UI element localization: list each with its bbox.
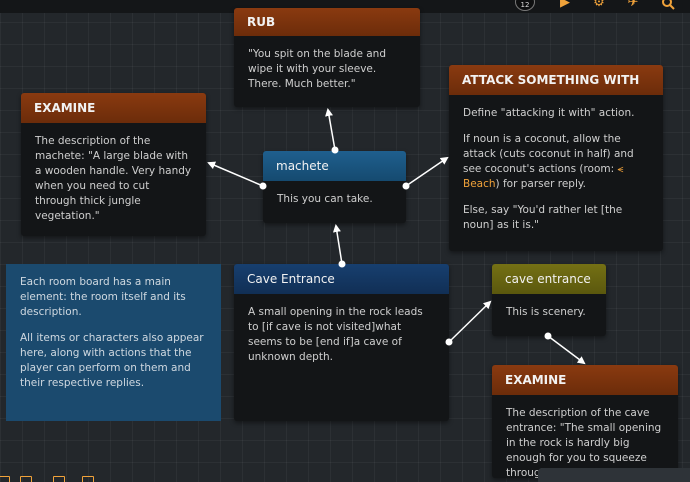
room-link-label: Beach bbox=[463, 178, 496, 190]
board-icon[interactable] bbox=[82, 476, 94, 482]
card-title: EXAMINE bbox=[21, 93, 206, 123]
note-paragraph: All items or characters also appear here… bbox=[20, 332, 204, 389]
card-body: The description of the machete: "A large… bbox=[35, 135, 192, 222]
connector-machete-to-examine[interactable] bbox=[207, 161, 267, 190]
room-card-cave-entrance[interactable]: Cave Entrance A small opening in the roc… bbox=[234, 264, 449, 421]
card-body: Define "attacking it with" action. If no… bbox=[449, 95, 663, 244]
card-body: A small opening in the rock leads to [if… bbox=[248, 306, 423, 363]
connector-room-to-machete[interactable] bbox=[332, 224, 346, 268]
add-room-icon[interactable] bbox=[0, 476, 10, 482]
share-icon: ⪪ bbox=[617, 163, 624, 175]
card-body: "You spit on the blade and wipe it with … bbox=[248, 48, 386, 90]
card-title: cave entrance bbox=[492, 264, 606, 294]
card-body: The description of the cave entrance: "T… bbox=[506, 407, 662, 478]
card-title: EXAMINE bbox=[492, 365, 678, 395]
card-title: machete bbox=[263, 151, 406, 181]
item-card-machete[interactable]: machete This you can take. bbox=[263, 151, 406, 223]
play-icon[interactable]: ▶ bbox=[560, 0, 570, 10]
action-card-attack-something-with[interactable]: ATTACK SOMETHING WITH Define "attacking … bbox=[449, 65, 663, 251]
card-text: ) for parser reply. bbox=[495, 178, 586, 190]
top-toolbar: 12 ▶ ⚙ ✈ bbox=[0, 0, 690, 13]
connector-machete-to-rub[interactable] bbox=[325, 108, 339, 154]
card-paragraph: If noun is a coconut, allow the attack (… bbox=[463, 132, 649, 192]
save-icon[interactable] bbox=[53, 476, 65, 482]
gear-icon[interactable]: ⚙ bbox=[593, 0, 605, 10]
card-text: If noun is a coconut, allow the attack (… bbox=[463, 133, 634, 175]
action-card-examine-machete[interactable]: EXAMINE The description of the machete: … bbox=[21, 93, 206, 236]
search-icon[interactable] bbox=[658, 0, 678, 12]
note-paragraph: Each room board has a main element: the … bbox=[20, 276, 186, 318]
room-link-beach[interactable]: ⪪ Beach bbox=[463, 163, 623, 190]
pin-icon[interactable]: ✈ bbox=[627, 0, 639, 10]
card-body: This is scenery. bbox=[506, 306, 586, 318]
connector-cave-entrance-to-examine[interactable] bbox=[544, 332, 586, 365]
zoom-control[interactable] bbox=[538, 468, 690, 482]
card-title: RUB bbox=[234, 8, 420, 36]
card-body: This you can take. bbox=[277, 193, 373, 205]
item-card-cave-entrance[interactable]: cave entrance This is scenery. bbox=[492, 264, 606, 336]
card-paragraph: Else, say "You'd rather let [the noun] a… bbox=[463, 204, 623, 231]
info-note: Each room board has a main element: the … bbox=[6, 264, 221, 421]
card-title: ATTACK SOMETHING WITH bbox=[449, 65, 663, 95]
bottom-toolbar bbox=[0, 470, 150, 482]
notification-badge[interactable]: 12 bbox=[515, 0, 535, 11]
connector-machete-to-attack[interactable] bbox=[402, 156, 449, 190]
document-icon[interactable] bbox=[20, 476, 32, 482]
card-paragraph: Define "attacking it with" action. bbox=[463, 107, 635, 119]
action-card-rub[interactable]: RUB "You spit on the blade and wipe it w… bbox=[234, 8, 420, 107]
connector-room-to-cave-entrance[interactable] bbox=[445, 300, 492, 346]
action-card-examine-cave-entrance[interactable]: EXAMINE The description of the cave entr… bbox=[492, 365, 678, 478]
card-title: Cave Entrance bbox=[234, 264, 449, 294]
